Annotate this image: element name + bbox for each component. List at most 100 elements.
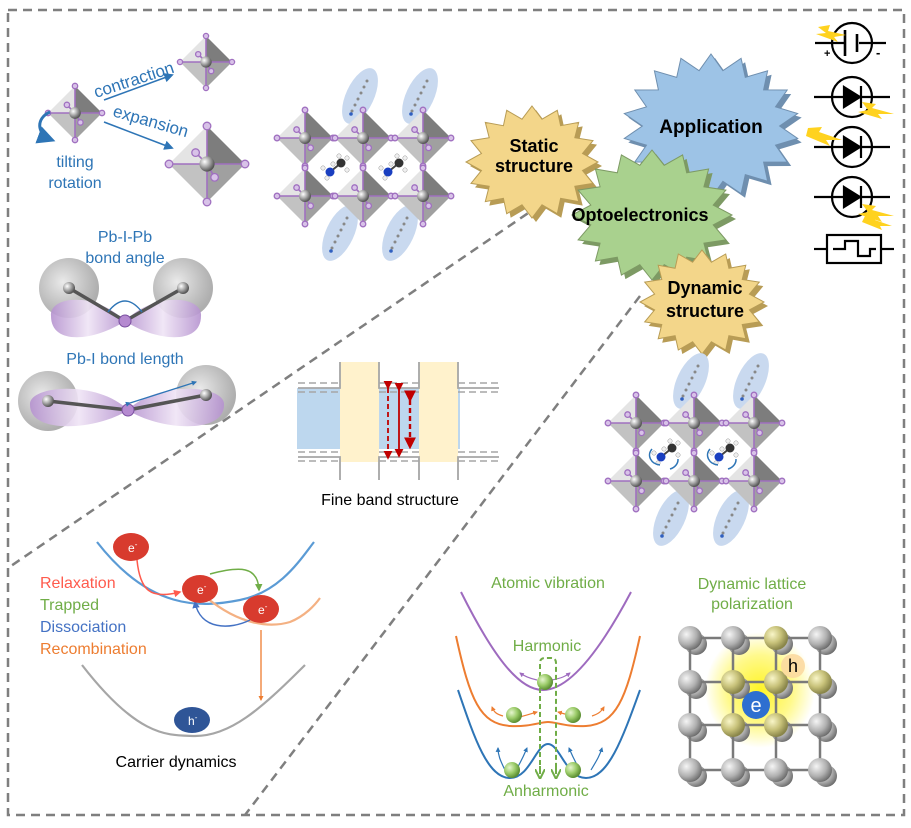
gear-body	[464, 105, 600, 219]
iodine-atom	[307, 144, 315, 152]
iodine-atom	[419, 164, 427, 172]
hydrogen-atom	[725, 438, 731, 444]
pb-atom	[299, 190, 311, 202]
octahedron	[391, 106, 455, 170]
iodine-atom	[638, 429, 646, 437]
hydrogen-atom	[324, 175, 330, 181]
carrier-dynamics	[81, 533, 321, 738]
iodine-atom	[293, 184, 301, 192]
iodine-atom	[632, 449, 640, 457]
cube-lattice: he	[678, 626, 837, 787]
rotation-arrow-icon	[727, 458, 737, 470]
electron-icon	[182, 575, 218, 603]
electron-label: e-	[128, 540, 138, 555]
outer-frame	[6, 8, 906, 817]
lattice-atom	[808, 670, 832, 694]
gear-optoelectronics-label: Optoelectronics	[571, 205, 708, 225]
hydrogen-atom	[382, 175, 388, 181]
iodine-atom	[742, 469, 750, 477]
angle-arc	[107, 300, 143, 313]
electron-label: e	[750, 695, 761, 717]
iodine-atom	[632, 391, 640, 399]
iodine-atom	[202, 32, 210, 40]
iodine-atom	[194, 50, 202, 58]
lattice-atom	[678, 713, 702, 737]
lightning-icons	[806, 25, 894, 230]
lightning-icon	[806, 127, 842, 146]
legend-trapped: Trapped	[40, 597, 99, 614]
hydrogen-atom	[402, 155, 408, 161]
atom-ball	[565, 762, 581, 778]
octahedron	[722, 391, 786, 455]
static-perovskite-lattice	[273, 68, 455, 261]
iodine-atom	[207, 67, 215, 75]
carbon-atom	[725, 443, 735, 453]
hydrogen-atom	[330, 161, 336, 167]
lattice-atom	[721, 713, 745, 737]
pb-atom	[748, 417, 760, 429]
iodine-atom	[696, 487, 704, 495]
anharmonic-label: Anharmonic	[503, 783, 588, 800]
iodine-atom	[696, 429, 704, 437]
zoom-connector-lines	[7, 203, 641, 816]
atom-ball	[506, 707, 522, 723]
pb-atom	[42, 395, 54, 407]
hydrogen-atom	[394, 153, 400, 159]
iodine-atom	[690, 449, 698, 457]
carrier-dynamics-title: Carrier dynamics	[116, 754, 237, 771]
hole-label: h	[788, 656, 798, 676]
hole-icon	[781, 654, 805, 678]
iodine-atom	[202, 84, 210, 92]
tunneling-path	[539, 657, 557, 773]
iodine-atom	[419, 106, 427, 114]
iodine-atom	[447, 134, 455, 142]
iodine-atom	[632, 505, 640, 513]
lattice-atom	[808, 713, 832, 737]
pb-atom	[630, 475, 642, 487]
pb-atom	[200, 389, 212, 401]
carbon-atom	[667, 443, 677, 453]
solar-cell-icon	[815, 21, 886, 65]
iodine-atom	[750, 505, 758, 513]
lattice-atom	[721, 758, 745, 782]
hydrogen-atom	[675, 452, 681, 458]
legend-relaxation: Relaxation	[40, 575, 116, 592]
iodine-atom	[391, 192, 399, 200]
carbon-atom	[336, 158, 346, 168]
nitrogen-atom	[383, 167, 393, 177]
lattice-atom	[678, 758, 702, 782]
iodine-atom	[778, 477, 786, 485]
pb-atom	[688, 475, 700, 487]
gear-body	[570, 149, 734, 281]
electron-icon	[742, 691, 770, 719]
iodine-atom	[359, 164, 367, 172]
rotation-arrow-icon	[648, 448, 661, 466]
pb-atom	[200, 56, 212, 68]
iodine-atom	[365, 202, 373, 210]
atom-ball	[565, 707, 581, 723]
solar-plus: +	[824, 48, 830, 60]
hydrogen-atom	[733, 440, 739, 446]
pb-atom	[199, 156, 215, 172]
bond-angle-title-2: bond angle	[85, 250, 164, 267]
pb-atom	[417, 132, 429, 144]
iodine-atom	[662, 419, 670, 427]
lattice-atom	[764, 626, 788, 650]
octahedron	[164, 121, 250, 207]
lattice-atom	[678, 626, 702, 650]
iodine-atom	[682, 469, 690, 477]
lightning-icon	[862, 214, 892, 230]
atomic-vibration-title: Atomic vibration	[491, 575, 605, 592]
iodine-atom	[624, 469, 632, 477]
expansion-label: expansion	[111, 102, 191, 142]
iodine-atom	[301, 164, 309, 172]
led-icon	[814, 75, 890, 119]
rotation-arrow-icon	[35, 110, 56, 144]
lattice-atom	[764, 713, 788, 737]
hydrogen-atom	[344, 167, 350, 173]
barrier-left	[340, 362, 379, 462]
hydrogen-atom	[388, 161, 394, 167]
iodine-atom	[690, 505, 698, 513]
device-icons: + -	[814, 21, 894, 265]
polarization-title-2: polarization	[711, 596, 793, 613]
